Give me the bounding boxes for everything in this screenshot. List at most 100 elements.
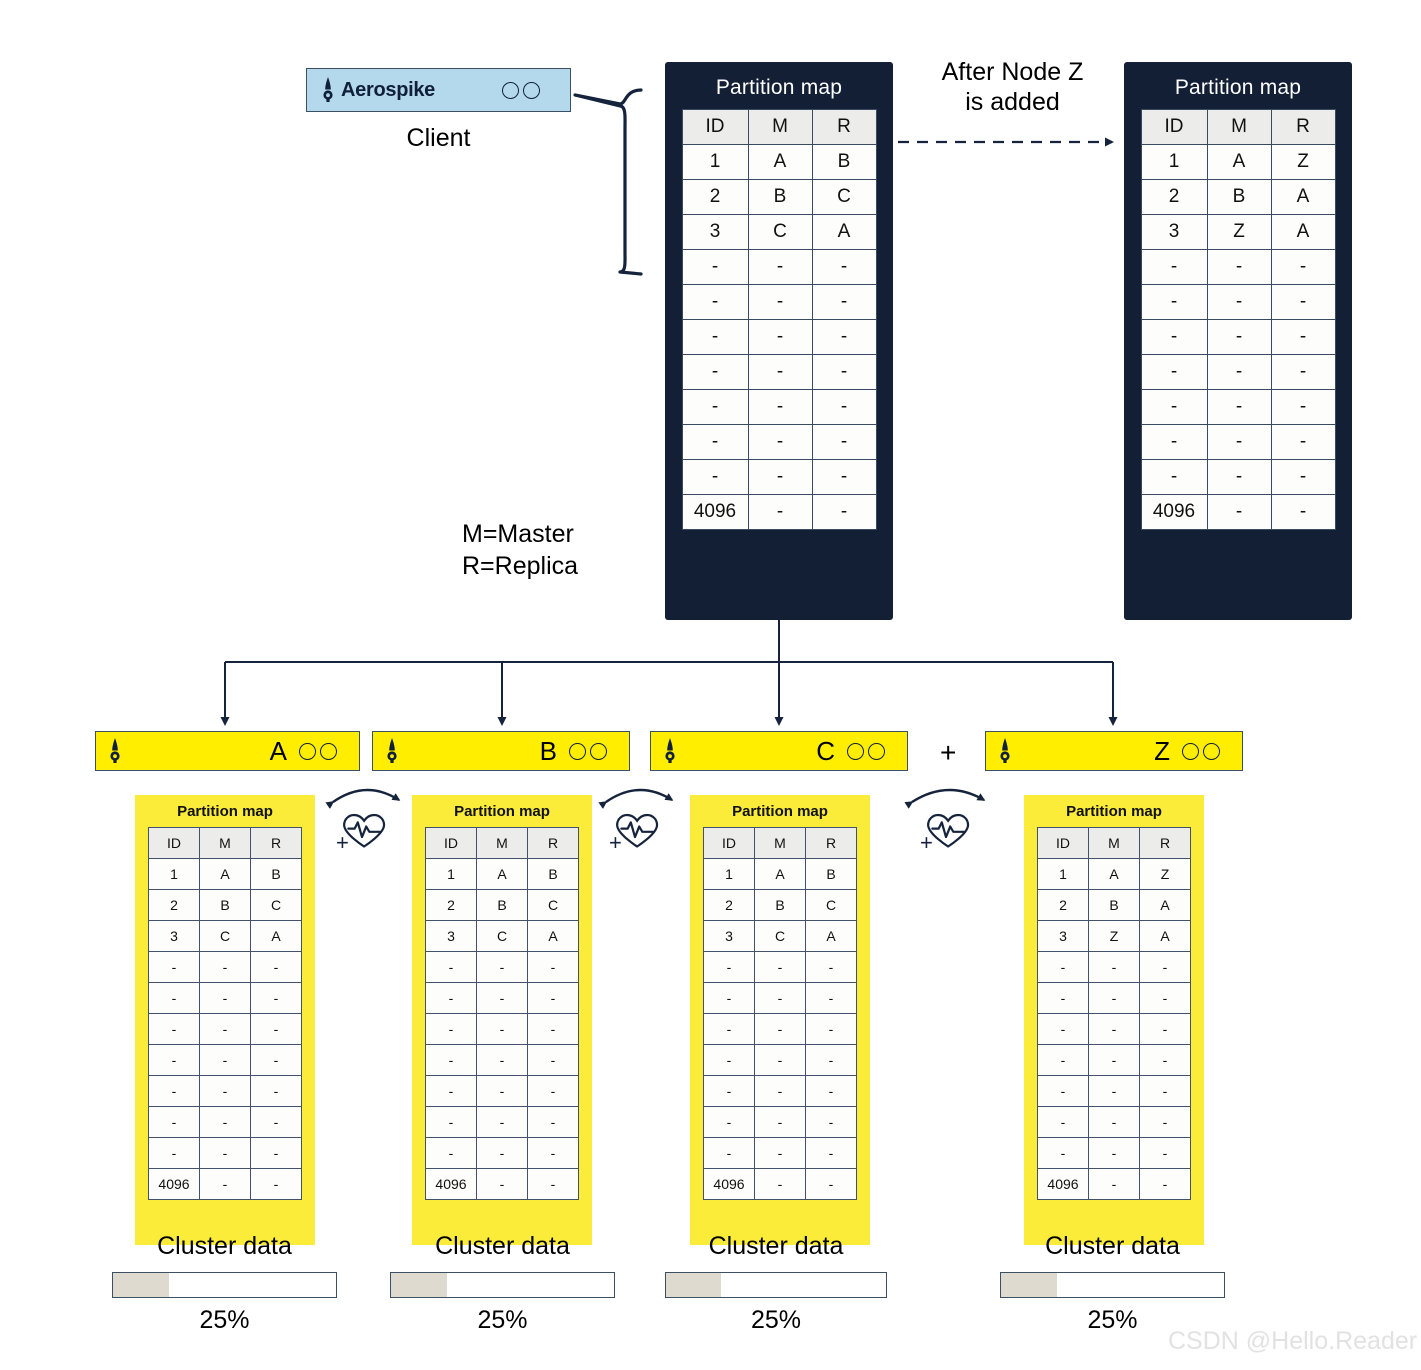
table-row: --- [425,982,579,1014]
table-cell: - [681,249,749,285]
heartbeat-plus-c-z: + [920,830,933,855]
table-cell: A [811,214,877,250]
heartbeat-arrow-c-z [904,788,986,809]
table-cell: - [681,354,749,390]
table-row: 4096-- [703,1168,857,1200]
client-brace-icon [573,88,643,276]
table-row: --- [1037,1013,1191,1045]
node-b-map-title: Partition map [454,803,550,820]
two-rings-icon [299,742,337,760]
table-cell: B [747,179,813,215]
two-rings-icon [847,742,885,760]
table-cell: - [425,1013,477,1045]
table-cell: - [747,459,813,495]
table-cell: C [250,889,302,921]
node-letter-z: Z [1154,735,1170,766]
table-cell: A [805,920,857,952]
table-cell: 2 [681,179,749,215]
table-cell: - [527,1075,579,1107]
table-cell: - [250,1013,302,1045]
table-cell: - [805,1013,857,1045]
table-row: 4096-- [681,494,877,530]
client-logo-text: Aerospike [341,78,436,101]
node-z-cluster-data-label: Cluster data [1045,1232,1180,1260]
table-cell: - [199,1137,251,1169]
table-row: --- [425,951,579,983]
table-cell: - [811,284,877,320]
table-cell: - [747,494,813,530]
table-cell: - [1270,424,1336,460]
table-cell: - [1037,1044,1089,1076]
table-cell: - [476,1013,528,1045]
heartbeat-icon-c-z [927,813,970,848]
table-cell: A [1139,920,1191,952]
table-cell: - [1140,319,1208,355]
table-cell: B [1088,889,1140,921]
table-cell: B [754,889,806,921]
cluster-node-b[interactable]: B [372,731,630,771]
table-cell: - [527,951,579,983]
csdn-watermark: CSDN @Hello.Reader [1168,1327,1418,1355]
table-cell: Z [1206,214,1272,250]
table-cell: - [754,951,806,983]
table-cell: - [811,249,877,285]
table-cell: A [527,920,579,952]
column-header: R [805,827,857,859]
table-cell: - [148,1013,200,1045]
table-cell: - [805,1044,857,1076]
plus-between-c-and-z: + [940,737,957,768]
table-cell: - [1139,1106,1191,1138]
table-cell: - [811,389,877,425]
heartbeat-plus-a-b: + [336,830,349,855]
cluster-node-z[interactable]: Z [985,731,1243,771]
table-cell: C [754,920,806,952]
table-cell: - [805,1137,857,1169]
column-header: ID [1037,827,1089,859]
table-row: --- [703,951,857,983]
table-cell: 4096 [1037,1168,1089,1200]
table-cell: - [148,951,200,983]
table-cell: 3 [148,920,200,952]
node-z-capacity-bar [1000,1272,1225,1298]
client-node-bar[interactable]: Aerospike [306,68,571,112]
after-node-z-line1: After Node Z [941,58,1084,86]
table-cell: - [148,1044,200,1076]
table-cell: - [527,1137,579,1169]
table-cell: 3 [681,214,749,250]
table-cell: - [1206,354,1272,390]
table-cell: - [703,1013,755,1045]
table-cell: - [1270,319,1336,355]
table-cell: - [703,1044,755,1076]
table-row: --- [1140,284,1336,320]
node-letter-c: C [816,735,835,766]
node-a-cluster-data-label: Cluster data [157,1232,292,1260]
table-cell: - [754,982,806,1014]
table-cell: 1 [148,858,200,890]
table-cell: B [1206,179,1272,215]
table-cell: - [811,354,877,390]
table-row: --- [681,389,877,425]
node-c-map-title: Partition map [732,803,828,820]
cluster-node-a[interactable]: A [95,731,360,771]
table-cell: - [703,951,755,983]
cluster-node-c[interactable]: C [650,731,908,771]
after-node-z-line2: is added [965,87,1060,116]
heartbeat-arrow-b-c [598,788,674,809]
aerospike-spike-icon [108,738,122,764]
table-cell: A [754,858,806,890]
heartbeat-icon-a-b [343,813,386,848]
table-cell: - [425,1137,477,1169]
table-cell: - [754,1013,806,1045]
table-cell: - [681,424,749,460]
table-row: 4096-- [425,1168,579,1200]
